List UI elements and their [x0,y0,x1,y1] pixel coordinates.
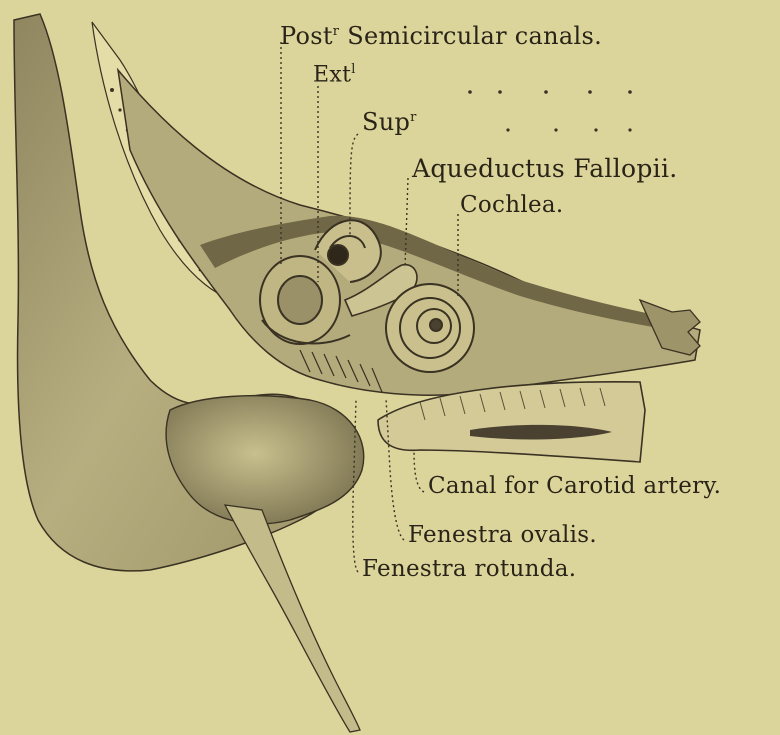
label-post-rest: Semicircular canals. [339,22,602,50]
label-superior-canal: Supr [362,108,417,136]
label-external-canal: Extl [313,62,356,87]
label-post-prefix: Post [280,22,333,50]
label-fenestra-ovalis: Fenestra ovalis. [408,522,597,548]
cochlea-spiral [386,284,474,372]
ornament-dots [468,90,632,131]
label-posterior-semicircular-canals: Postr Semicircular canals. [280,22,602,50]
label-sup-text: Sup [362,108,410,136]
label-carotid-canal: Canal for Carotid artery. [428,473,721,499]
label-ext-text: Ext [313,62,351,87]
leader-carotid [414,450,424,492]
label-ext-sup: l [351,62,355,77]
label-cochlea: Cochlea. [460,192,564,218]
label-aqueductus-fallopii: Aqueductus Fallopii. [412,154,678,183]
label-sup-sup: r [410,110,417,125]
label-fenestra-rotunda: Fenestra rotunda. [362,556,576,582]
styloid-process [225,505,360,732]
